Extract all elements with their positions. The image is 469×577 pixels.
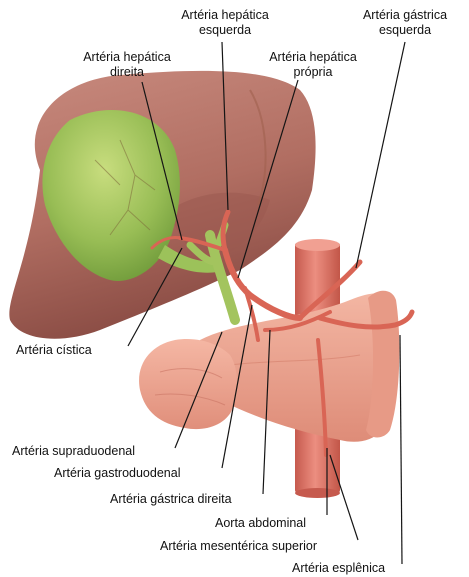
label-right-gastric-artery: Artéria gástrica direita <box>110 492 232 507</box>
label-cystic-artery: Artéria cística <box>16 343 92 358</box>
label-left-gastric-line1: Artéria gástrica <box>345 8 465 23</box>
label-right-hepatic-line1: Artéria hepática <box>62 50 192 65</box>
label-proper-hepatic-line2: própria <box>248 65 378 80</box>
leader-splenic <box>400 335 402 564</box>
label-right-hepatic-artery: Artéria hepática direita <box>62 50 192 80</box>
label-left-hepatic-artery: Artéria hepática esquerda <box>160 8 290 38</box>
label-left-hepatic-line2: esquerda <box>160 23 290 38</box>
leader-sma <box>330 455 358 540</box>
label-left-hepatic-line1: Artéria hepática <box>160 8 290 23</box>
label-splenic-artery: Artéria esplênica <box>292 561 385 576</box>
label-left-gastric-line2: esquerda <box>345 23 465 38</box>
label-proper-hepatic-artery: Artéria hepática própria <box>248 50 378 80</box>
label-left-gastric-artery: Artéria gástrica esquerda <box>345 8 465 38</box>
label-abdominal-aorta: Aorta abdominal <box>215 516 306 531</box>
label-gastroduodenal-artery: Artéria gastroduodenal <box>54 466 180 481</box>
label-supraduodenal-artery: Artéria supraduodenal <box>12 444 135 459</box>
label-right-hepatic-line2: direita <box>62 65 192 80</box>
label-proper-hepatic-line1: Artéria hepática <box>248 50 378 65</box>
label-superior-mesenteric-artery: Artéria mesentérica superior <box>160 539 317 554</box>
